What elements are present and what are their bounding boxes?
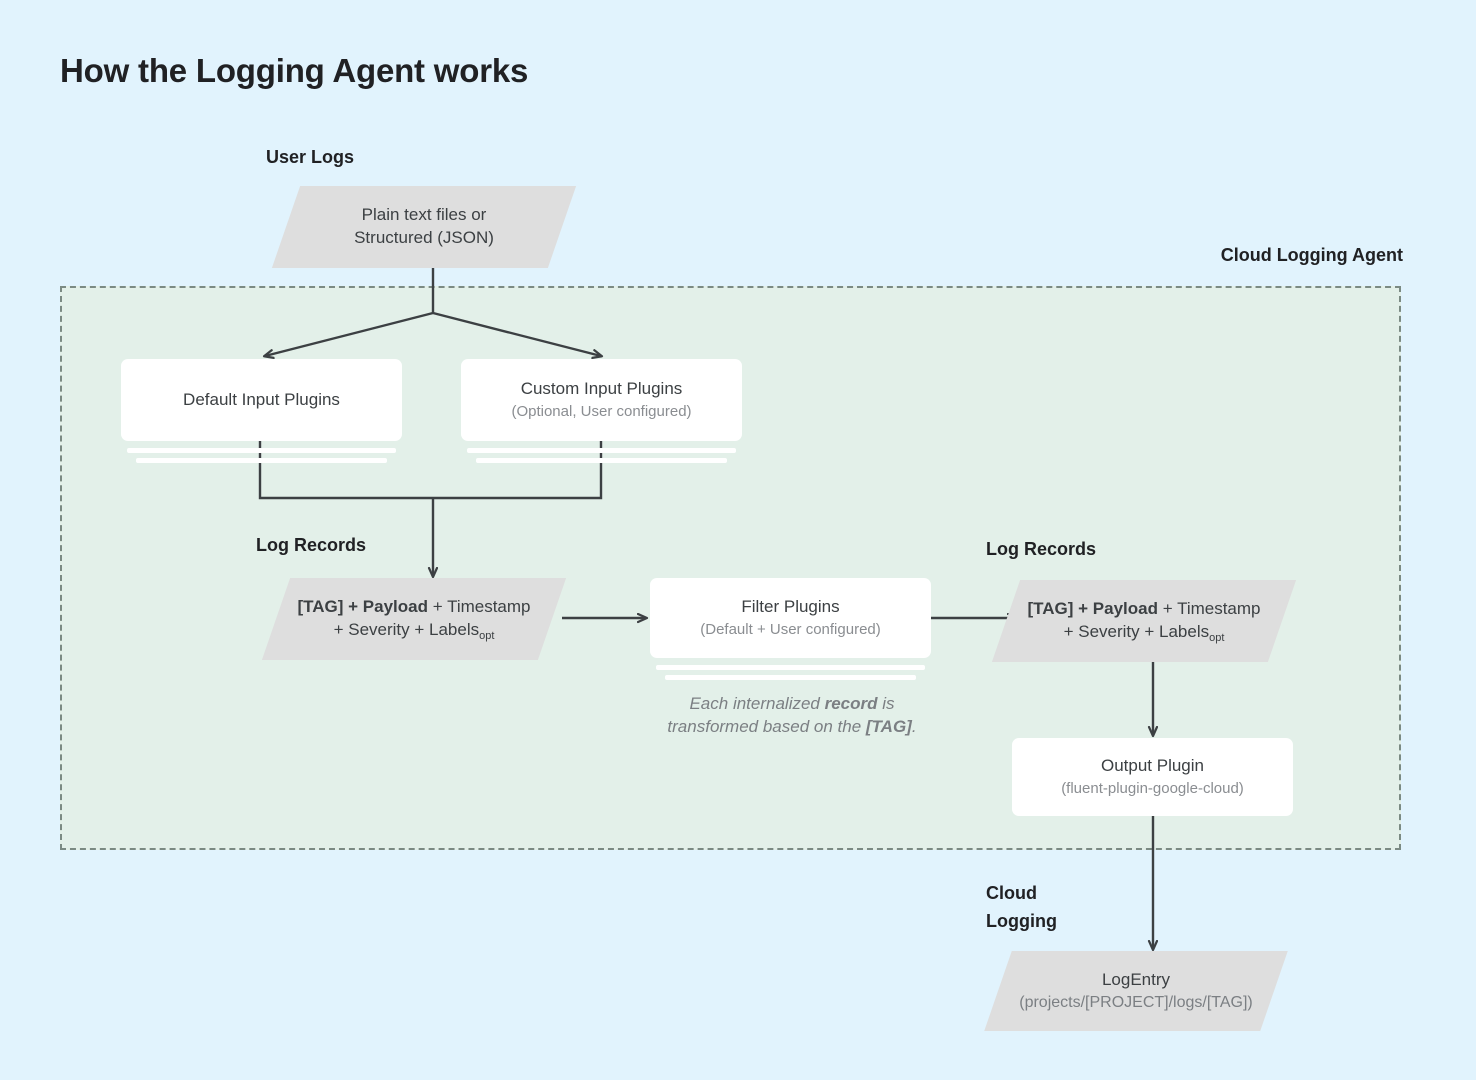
output-plugin-subtitle: (fluent-plugin-google-cloud) xyxy=(1061,780,1244,798)
transform-note-line2: transformed based on the [TAG]. xyxy=(622,716,962,739)
node-log-record-right: [TAG] + Payload + Timestamp + Severity +… xyxy=(991,580,1297,662)
custom-input-plugins-title: Custom Input Plugins xyxy=(520,379,683,399)
output-plugin-title: Output Plugin xyxy=(1100,756,1204,776)
card-stack-shadow-1 xyxy=(656,665,925,670)
log-record-left-rest: + Timestamp xyxy=(428,597,531,617)
log-record-right-line2-text: + Severity + Labels xyxy=(1063,622,1210,641)
transform-note-line2-a: transformed based on the xyxy=(667,716,866,736)
log-entry-subtitle: (projects/[PROJECT]/logs/[TAG]) xyxy=(1019,993,1253,1011)
log-entry-title: LogEntry xyxy=(1101,969,1171,989)
default-input-plugins-title: Default Input Plugins xyxy=(183,389,340,409)
transform-note-line2-c: . xyxy=(911,716,917,736)
node-default-input-plugins[interactable]: Default Input Plugins xyxy=(121,359,402,463)
node-output-plugin[interactable]: Output Plugin (fluent-plugin-google-clou… xyxy=(1012,738,1293,816)
cloud-logging-label-line2: Logging xyxy=(986,910,1057,931)
log-record-left-line2: + Severity + Labelsopt xyxy=(334,619,495,642)
transform-note-line2-b: [TAG] xyxy=(865,716,912,736)
node-user-logs-source: Plain text files or Structured (JSON) xyxy=(271,186,577,268)
filter-plugins-title: Filter Plugins xyxy=(741,597,840,617)
transform-note-line1-c: is xyxy=(877,694,895,713)
node-log-record-left: [TAG] + Payload + Timestamp + Severity +… xyxy=(261,578,567,660)
card-stack-shadow-1 xyxy=(127,448,396,453)
log-record-right-bold: [TAG] + Payload xyxy=(1027,599,1158,619)
log-record-left-subscript: opt xyxy=(479,630,495,642)
node-filter-plugins[interactable]: Filter Plugins (Default + User configure… xyxy=(650,578,931,680)
log-records-label-left: Log Records xyxy=(256,535,367,555)
log-record-left-bold: [TAG] + Payload xyxy=(297,597,428,617)
page-title: How the Logging Agent works xyxy=(60,52,529,89)
node-log-entry: LogEntry (projects/[PROJECT]/logs/[TAG]) xyxy=(984,951,1288,1031)
cloud-logging-agent-label: Cloud Logging Agent xyxy=(1220,245,1403,265)
cloud-logging-label-line1: Cloud xyxy=(986,883,1037,903)
user-logs-label: User Logs xyxy=(266,147,355,167)
custom-input-plugins-subtitle: (Optional, User configured) xyxy=(511,403,692,421)
node-custom-input-plugins[interactable]: Custom Input Plugins (Optional, User con… xyxy=(461,359,742,463)
card-stack-shadow-2 xyxy=(136,458,387,463)
card-stack-shadow-1 xyxy=(467,448,736,453)
transform-note-line1-b: record xyxy=(824,694,878,713)
user-logs-source-line2: Structured (JSON) xyxy=(354,228,494,247)
log-record-right-line2: + Severity + Labelsopt xyxy=(1064,621,1225,644)
log-record-right-rest: + Timestamp xyxy=(1158,599,1261,619)
transform-note: Each internalized record is transformed … xyxy=(622,693,962,739)
card-stack-shadow-2 xyxy=(665,675,916,680)
user-logs-source-line1: Plain text files or xyxy=(361,205,487,225)
filter-plugins-subtitle: (Default + User configured) xyxy=(700,621,881,639)
log-record-right-subscript: opt xyxy=(1209,632,1225,644)
cloud-logging-label: Cloud Logging xyxy=(986,880,1116,936)
card-stack-shadow-2 xyxy=(476,458,727,463)
log-record-left-line2-text: + Severity + Labels xyxy=(333,620,480,639)
log-record-left-line1: [TAG] + Payload + Timestamp xyxy=(297,596,530,619)
log-record-right-line1: [TAG] + Payload + Timestamp xyxy=(1027,598,1260,621)
log-records-label-right: Log Records xyxy=(986,539,1097,559)
transform-note-line1: Each internalized record is xyxy=(622,693,962,716)
transform-note-line1-a: Each internalized xyxy=(689,694,825,713)
